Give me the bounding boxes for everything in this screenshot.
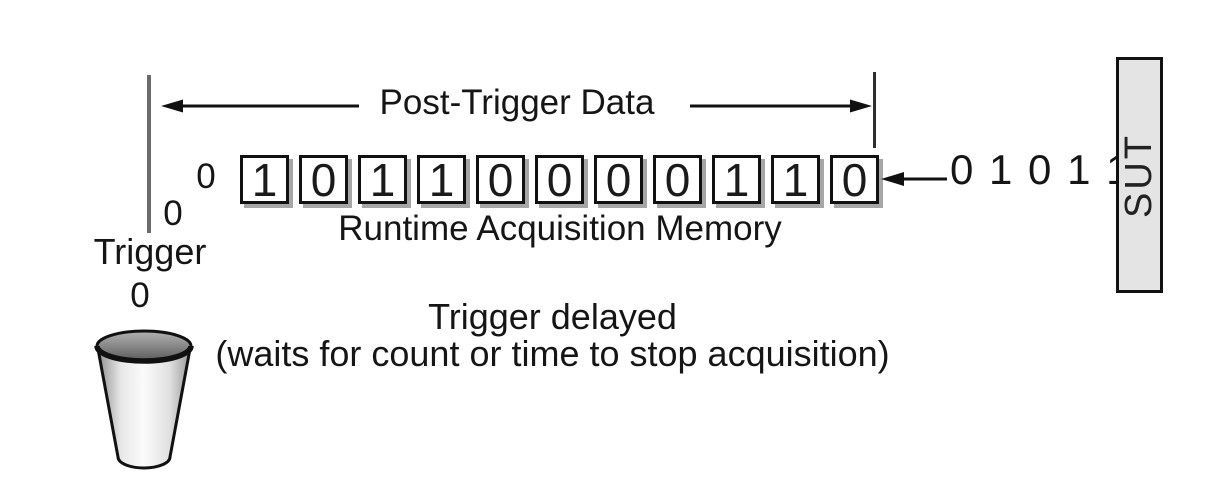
- left-arrow-icon: [161, 99, 359, 113]
- trash-bucket-icon: [94, 329, 194, 470]
- incoming-data-arrow-icon: [881, 172, 947, 186]
- trigger-point-bit: 0: [163, 194, 183, 233]
- sut-box: SUT: [1116, 57, 1163, 293]
- memory-cell: 0: [476, 155, 525, 204]
- memory-cell: 1: [771, 155, 820, 204]
- runtime-acquisition-memory-label: Runtime Acquisition Memory: [338, 209, 782, 248]
- memory-cell: 1: [417, 155, 466, 204]
- post-trigger-data-label: Post-Trigger Data: [379, 83, 655, 122]
- incoming-bitstream: 0 1 0 1 1-: [950, 146, 1148, 193]
- memory-cell: 1: [240, 155, 289, 204]
- memory-cell: 0: [299, 155, 348, 204]
- trigger-boundary-line: [147, 75, 151, 233]
- pre-trigger-bit: 0: [196, 157, 216, 196]
- memory-cell: 0: [653, 155, 702, 204]
- right-arrow-icon: [690, 99, 872, 113]
- discarded-bit: 0: [130, 276, 150, 315]
- caption-line1: Trigger delayed: [428, 296, 677, 337]
- sut-label: SUT: [1118, 132, 1160, 218]
- memory-cell: 0: [535, 155, 584, 204]
- memory-cell: 1: [712, 155, 761, 204]
- memory-cell: 0: [594, 155, 643, 204]
- caption-line2: (waits for count or time to stop acquisi…: [215, 333, 890, 374]
- trigger-label: Trigger: [93, 231, 207, 272]
- memory-end-boundary-line: [873, 72, 876, 148]
- memory-cell: 1: [358, 155, 407, 204]
- memory-cell: 0: [830, 155, 879, 204]
- caption: Trigger delayed (waits for count or time…: [185, 298, 920, 372]
- memory-cells-row: 1 0 1 1 0 0 0 0 1 1 0: [240, 155, 879, 204]
